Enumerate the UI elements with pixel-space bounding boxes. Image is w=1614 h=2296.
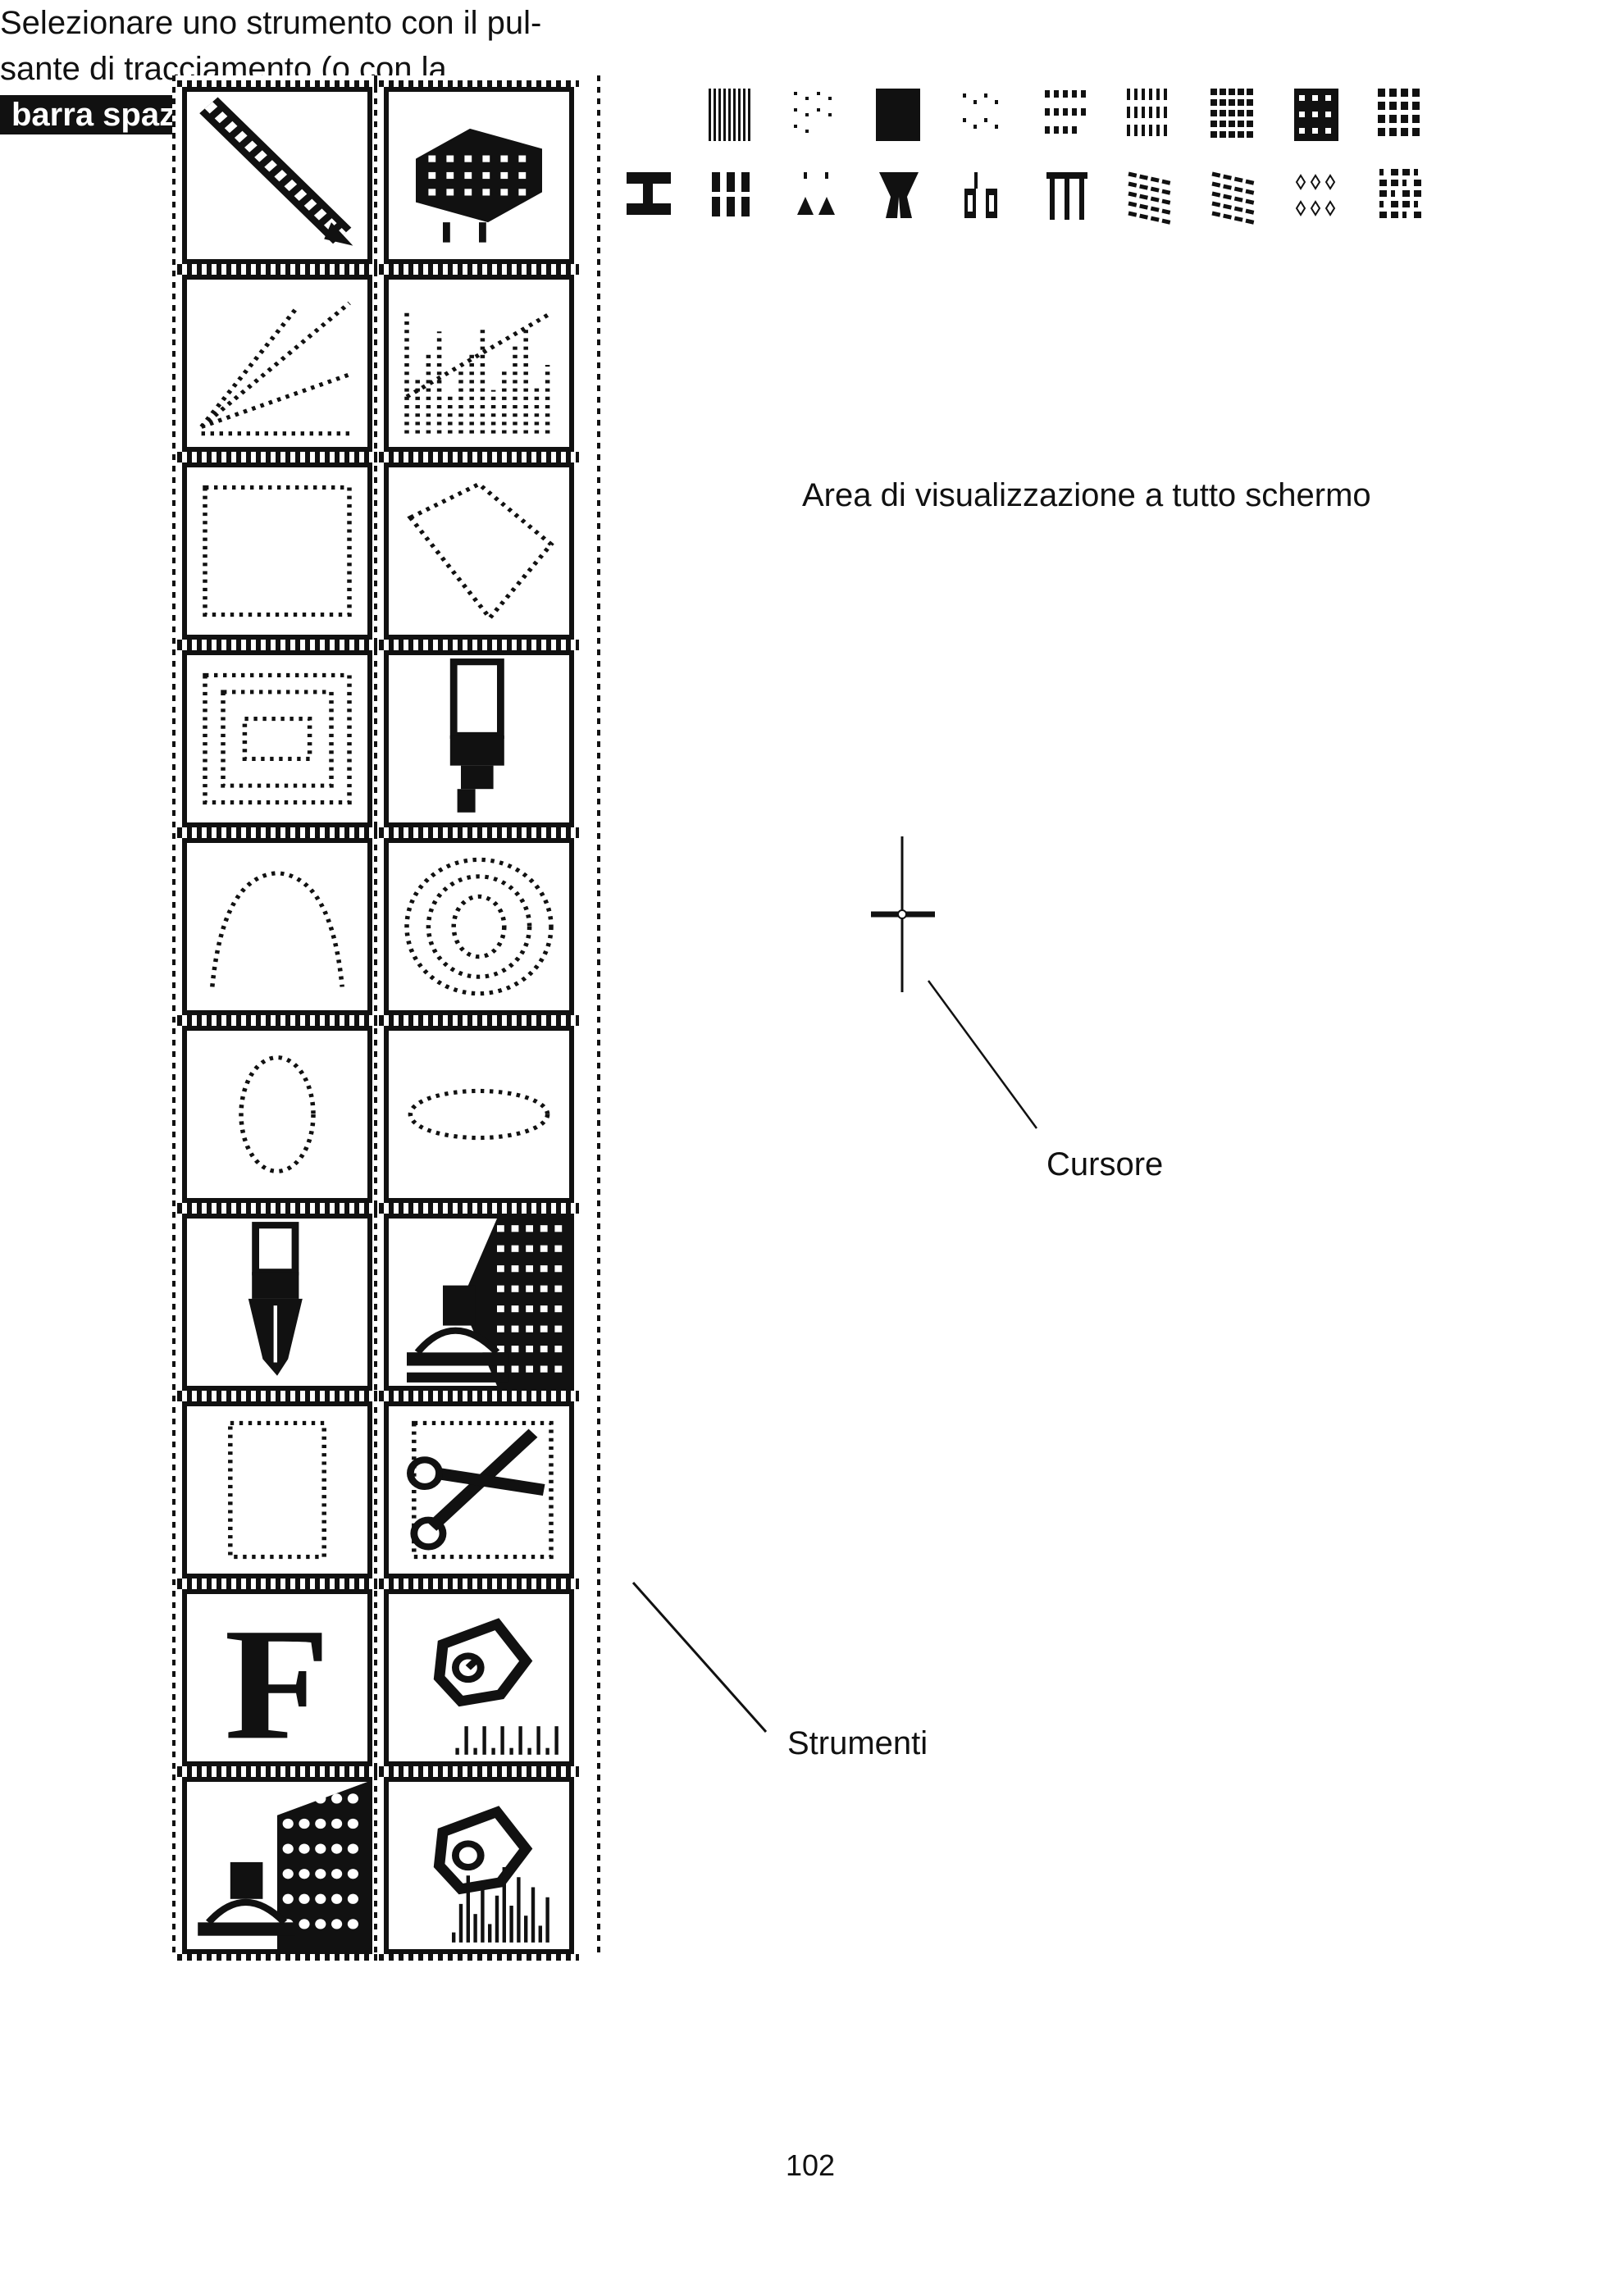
nested-rectangle-icon — [203, 672, 352, 805]
pencil-tool[interactable] — [177, 80, 377, 271]
paint-bucket-tool[interactable] — [379, 1207, 579, 1397]
spray-pattern-tool[interactable] — [379, 1770, 579, 1961]
pattern-swatch-icon — [1127, 89, 1167, 136]
svg-text:F: F — [224, 1596, 330, 1761]
pattern-swatch-icon — [876, 89, 920, 141]
rectangle-tool[interactable] — [177, 456, 377, 646]
arc-tool[interactable] — [177, 831, 377, 1022]
pattern-swatch-icon — [794, 92, 832, 133]
pattern-swatch[interactable] — [1040, 164, 1094, 226]
page-number: 102 — [786, 2148, 836, 2182]
pattern-swatch-icon — [1210, 89, 1253, 138]
brush-tool[interactable] — [379, 80, 579, 271]
pattern-swatch-icon — [712, 172, 750, 216]
pattern-swatch[interactable] — [873, 164, 927, 226]
arc-icon — [210, 871, 344, 987]
pattern-swatch-icon — [709, 89, 750, 141]
pattern-swatch-icon — [1379, 169, 1421, 218]
brush-icon — [416, 128, 542, 243]
pattern-swatch[interactable] — [1289, 84, 1343, 146]
rectangle-icon — [203, 485, 352, 617]
pattern-swatch-icon — [963, 93, 998, 129]
pattern-swatch-icon — [964, 172, 997, 218]
pattern-swatch[interactable] — [704, 84, 758, 146]
pattern-swatch-icon — [1128, 171, 1174, 226]
multi-line-tool[interactable] — [379, 268, 579, 458]
cursor-leader-line — [927, 980, 1038, 1129]
select-frame-tool[interactable] — [177, 1395, 377, 1585]
pattern-swatch[interactable] — [1122, 84, 1176, 146]
fill-pattern-icon — [198, 1782, 367, 1949]
pattern-swatch[interactable] — [787, 84, 841, 146]
concentric-circles-icon — [404, 857, 554, 996]
pen-tool[interactable] — [177, 1207, 377, 1397]
filled-rectangle-tool[interactable] — [177, 644, 377, 834]
polygon-tool[interactable] — [379, 456, 579, 646]
pattern-swatch[interactable] — [1375, 164, 1429, 226]
pattern-swatch-icon — [627, 172, 671, 215]
pattern-swatch[interactable] — [1207, 164, 1261, 226]
pattern-swatch[interactable] — [789, 164, 843, 226]
pencil-icon — [199, 97, 353, 246]
paintbrush-icon — [449, 658, 504, 813]
frame-icon — [228, 1420, 326, 1560]
paintbrush-tool[interactable] — [379, 644, 579, 834]
pattern-swatch-icon — [1046, 172, 1087, 220]
pattern-swatch-icon — [879, 172, 919, 218]
cursor-label: Cursore — [1046, 1146, 1164, 1182]
spray-can-icon — [433, 1618, 559, 1755]
tools-leader-line — [631, 1582, 768, 1733]
concentric-circles-tool[interactable] — [379, 831, 579, 1022]
circle-tool[interactable] — [177, 1019, 377, 1210]
letter-f-icon: F — [224, 1596, 330, 1761]
tool-palette: F — [172, 75, 600, 1961]
line-tool[interactable] — [177, 268, 377, 458]
pattern-swatch[interactable] — [871, 84, 925, 146]
pattern-swatch[interactable] — [1206, 84, 1260, 146]
tools-title: Strumenti — [787, 1725, 928, 1761]
paint-bucket-icon — [407, 1219, 569, 1386]
pattern-swatch-icon — [1294, 89, 1338, 141]
pattern-swatch[interactable] — [1124, 164, 1178, 226]
multi-line-icon — [404, 311, 553, 434]
ellipse-icon — [408, 1088, 550, 1141]
palette-border-left — [172, 75, 176, 1958]
pattern-swatch[interactable] — [1373, 84, 1427, 146]
pattern-palette — [622, 75, 1475, 236]
text-tool[interactable]: F — [177, 1583, 377, 1773]
cursor-crosshair-icon — [871, 836, 935, 992]
pattern-swatch[interactable] — [1038, 84, 1092, 146]
pattern-swatch[interactable] — [705, 164, 759, 226]
spray-can-tool[interactable] — [379, 1583, 579, 1773]
tools-description-line-1: Selezionare uno strumento con il pul- — [0, 5, 542, 41]
ellipse-tool[interactable] — [379, 1019, 579, 1210]
pattern-swatch-icon — [1295, 174, 1336, 216]
pattern-swatch-icon — [797, 172, 835, 215]
pattern-swatch-icon — [1378, 89, 1420, 136]
pattern-swatch[interactable] — [955, 84, 1009, 146]
fill-pattern-tool[interactable] — [177, 1770, 377, 1961]
palette-border-right — [597, 75, 600, 1958]
pattern-swatch-icon — [1045, 90, 1086, 134]
line-icon — [199, 301, 354, 436]
scissors-icon — [407, 1420, 554, 1560]
pen-icon — [248, 1222, 303, 1376]
pattern-swatch[interactable] — [1291, 164, 1345, 226]
scissors-tool[interactable] — [379, 1395, 579, 1585]
display-area-label: Area di visualizzazione a tutto schermo — [802, 477, 1371, 513]
spray-pattern-icon — [433, 1806, 549, 1943]
pattern-swatch[interactable] — [956, 164, 1010, 226]
pattern-swatch[interactable] — [622, 164, 676, 226]
circle-icon — [239, 1055, 316, 1173]
polygon-icon — [407, 481, 554, 622]
pattern-swatch-icon — [1211, 171, 1257, 226]
